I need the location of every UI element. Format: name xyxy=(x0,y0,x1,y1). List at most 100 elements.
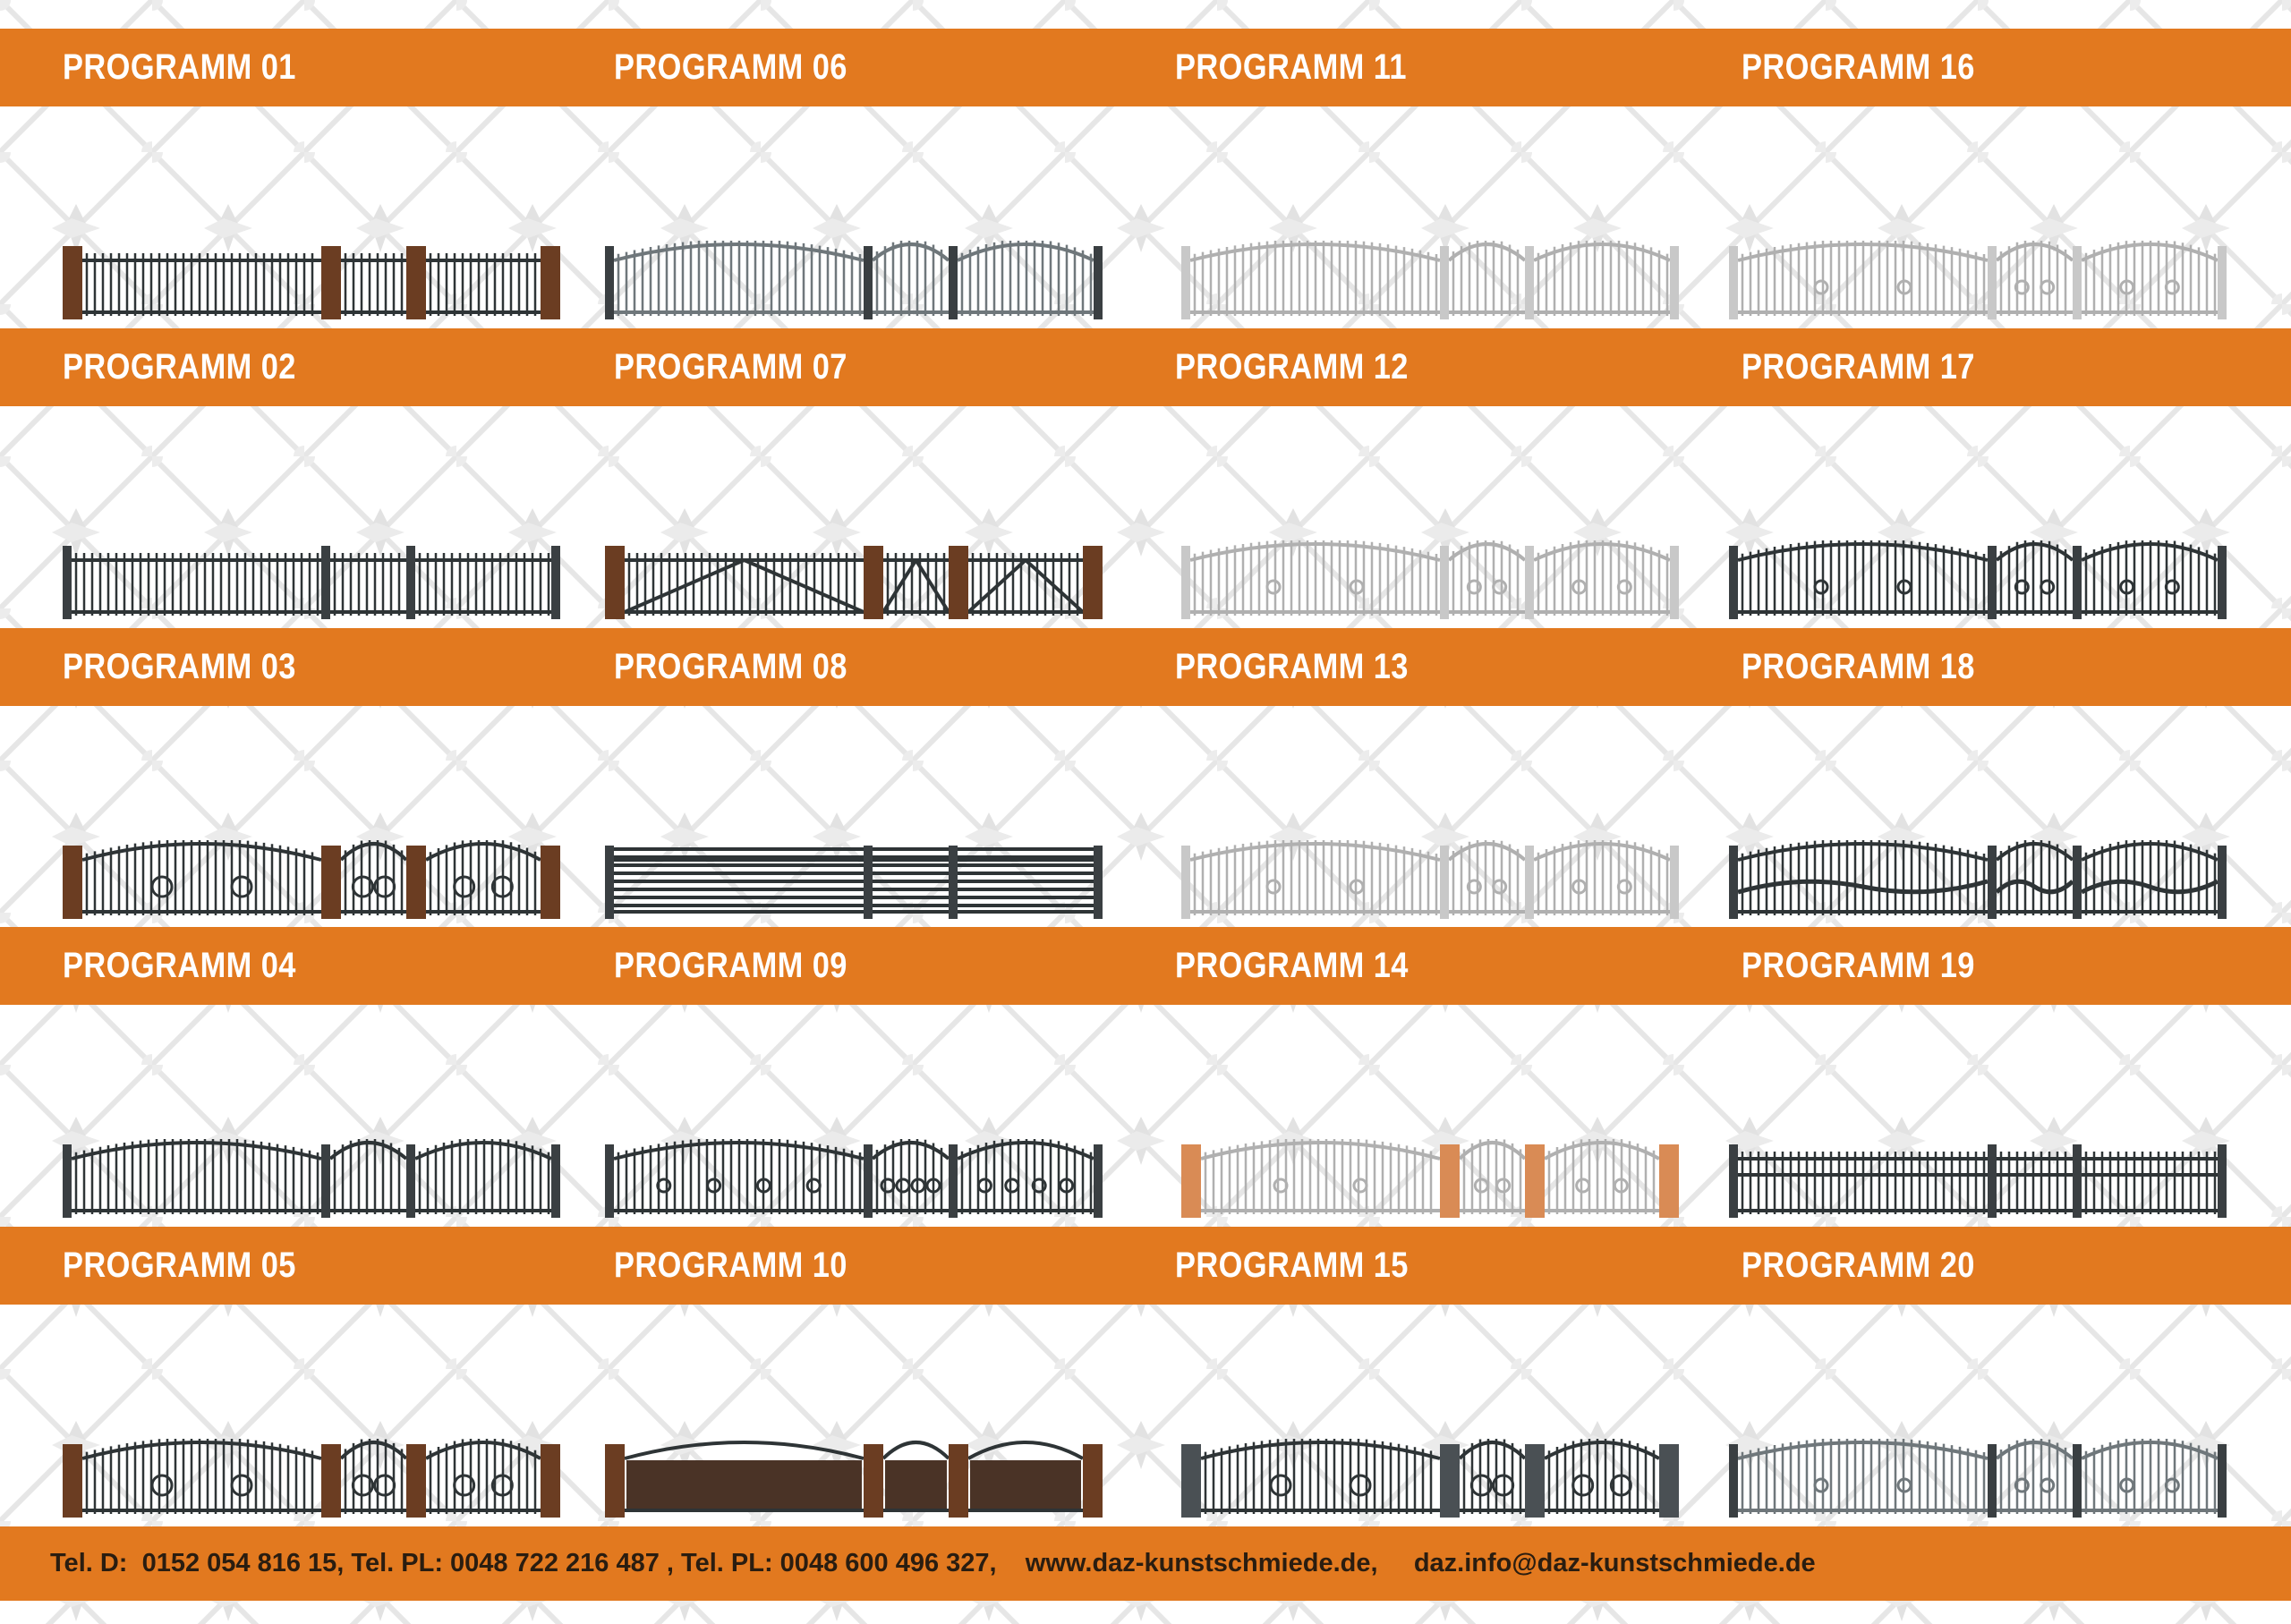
gate-ornament xyxy=(1813,279,1829,295)
gate-ornament xyxy=(2119,279,2135,295)
gate-ornament xyxy=(1269,1474,1292,1497)
gate-post xyxy=(1729,546,1738,619)
gate-diagonal xyxy=(624,558,745,614)
gate-ornament xyxy=(1571,579,1588,595)
gate-post xyxy=(1083,1444,1103,1518)
gate-post xyxy=(1094,846,1103,919)
program-title: PROGRAMM 09 xyxy=(614,946,847,985)
gate-diagonal xyxy=(1024,558,1085,614)
program-title: PROGRAMM 03 xyxy=(63,647,296,686)
gate-ornament xyxy=(706,1178,722,1194)
gate-ornament xyxy=(2119,1477,2135,1493)
gate-ornament xyxy=(895,1178,911,1194)
program-title: PROGRAMM 05 xyxy=(63,1246,296,1285)
gate-ornament xyxy=(2014,579,2030,595)
program-title: PROGRAMM 11 xyxy=(1175,47,1407,87)
gate-ornament xyxy=(1031,1178,1047,1194)
gate-ornament xyxy=(150,1474,174,1497)
gate-illustration xyxy=(605,1441,1103,1518)
gate-wave xyxy=(2080,879,2219,895)
program-title: PROGRAMM 08 xyxy=(614,647,847,686)
gate-top-rail xyxy=(339,1441,408,1460)
gate-post xyxy=(541,1444,560,1518)
program-title: PROGRAMM 12 xyxy=(1175,347,1409,387)
gate-post xyxy=(2218,1444,2227,1518)
gate-post xyxy=(1670,846,1679,919)
program-header-band xyxy=(0,328,2291,406)
program-title: PROGRAMM 10 xyxy=(614,1246,847,1285)
program-title: PROGRAMM 15 xyxy=(1175,1246,1409,1285)
gate-illustration xyxy=(1729,840,2227,919)
gate-ornament xyxy=(490,1474,514,1497)
gate-ornament xyxy=(1813,1477,1829,1493)
gate-ornament xyxy=(2040,279,2056,295)
gate-illustration xyxy=(1729,1144,2227,1218)
gate-post xyxy=(1525,1444,1545,1518)
gate-post xyxy=(1988,846,1997,919)
gate-ornament xyxy=(2164,579,2180,595)
gate-illustration xyxy=(1181,1439,1679,1518)
gate-wave xyxy=(1995,879,2074,895)
gate-post xyxy=(2073,1144,2082,1218)
gate-post xyxy=(1670,546,1679,619)
gate-post xyxy=(1181,546,1190,619)
gate-post xyxy=(864,246,873,319)
gate-ornament xyxy=(1609,1474,1632,1497)
program-header-band xyxy=(0,628,2291,706)
gate-post xyxy=(1440,1144,1460,1218)
gate-illustration xyxy=(605,846,1103,919)
gate-post xyxy=(1181,846,1190,919)
gate-post xyxy=(1729,1144,1738,1218)
gate-post xyxy=(321,246,341,319)
gate-illustration xyxy=(1181,1139,1679,1218)
gate-ornament xyxy=(1473,1178,1489,1194)
gate-post xyxy=(864,1444,883,1518)
gate-post xyxy=(1988,546,1997,619)
gate-ornament xyxy=(2040,1477,2056,1493)
gate-post xyxy=(1525,546,1534,619)
gate-ornament xyxy=(351,1474,374,1497)
gate-diagonal xyxy=(967,558,1027,614)
program-header-band xyxy=(0,1227,2291,1305)
program-title: PROGRAMM 07 xyxy=(614,347,847,387)
gate-post xyxy=(1181,1444,1201,1518)
gate-post xyxy=(864,846,873,919)
gate-ornament xyxy=(976,1178,992,1194)
gate-illustration xyxy=(1729,540,2227,619)
gate-post xyxy=(63,546,72,619)
gate-illustration xyxy=(605,1139,1103,1218)
gate-post xyxy=(1729,1444,1738,1518)
gate-ornament xyxy=(230,1474,253,1497)
gate-ornament xyxy=(1571,1474,1595,1497)
gate-illustration xyxy=(63,840,560,919)
program-header-band xyxy=(0,927,2291,1005)
gate-top-rail xyxy=(1458,1441,1527,1460)
gate-ornament xyxy=(351,875,374,898)
gate-ornament xyxy=(1349,579,1365,595)
gate-ornament xyxy=(1349,1474,1372,1497)
contact-info: Tel. D: 0152 054 816 15, Tel. PL: 0048 7… xyxy=(50,1549,1816,1577)
gate-illustration xyxy=(63,1139,560,1218)
gate-post xyxy=(406,846,426,919)
gate-ornament xyxy=(656,1178,672,1194)
gate-post xyxy=(949,846,958,919)
gate-ornament xyxy=(1616,879,1632,895)
gate-illustration xyxy=(605,546,1103,619)
gate-post xyxy=(2073,846,2082,919)
gate-ornament xyxy=(1265,879,1282,895)
gate-ornament xyxy=(1896,1477,1912,1493)
gate-post xyxy=(541,246,560,319)
gate-post xyxy=(2073,246,2082,319)
gate-ornament xyxy=(925,1178,941,1194)
gate-post xyxy=(605,1444,625,1518)
gate-panel xyxy=(885,1460,947,1509)
gate-ornament xyxy=(2164,279,2180,295)
gate-ornament xyxy=(1466,579,1482,595)
gate-ornament xyxy=(453,1474,476,1497)
gate-post xyxy=(321,1144,330,1218)
gate-post xyxy=(1181,1144,1201,1218)
gate-post xyxy=(949,1444,968,1518)
gate-top-rail xyxy=(1200,1141,1441,1161)
gate-panel xyxy=(626,1460,862,1509)
gate-post xyxy=(406,546,415,619)
